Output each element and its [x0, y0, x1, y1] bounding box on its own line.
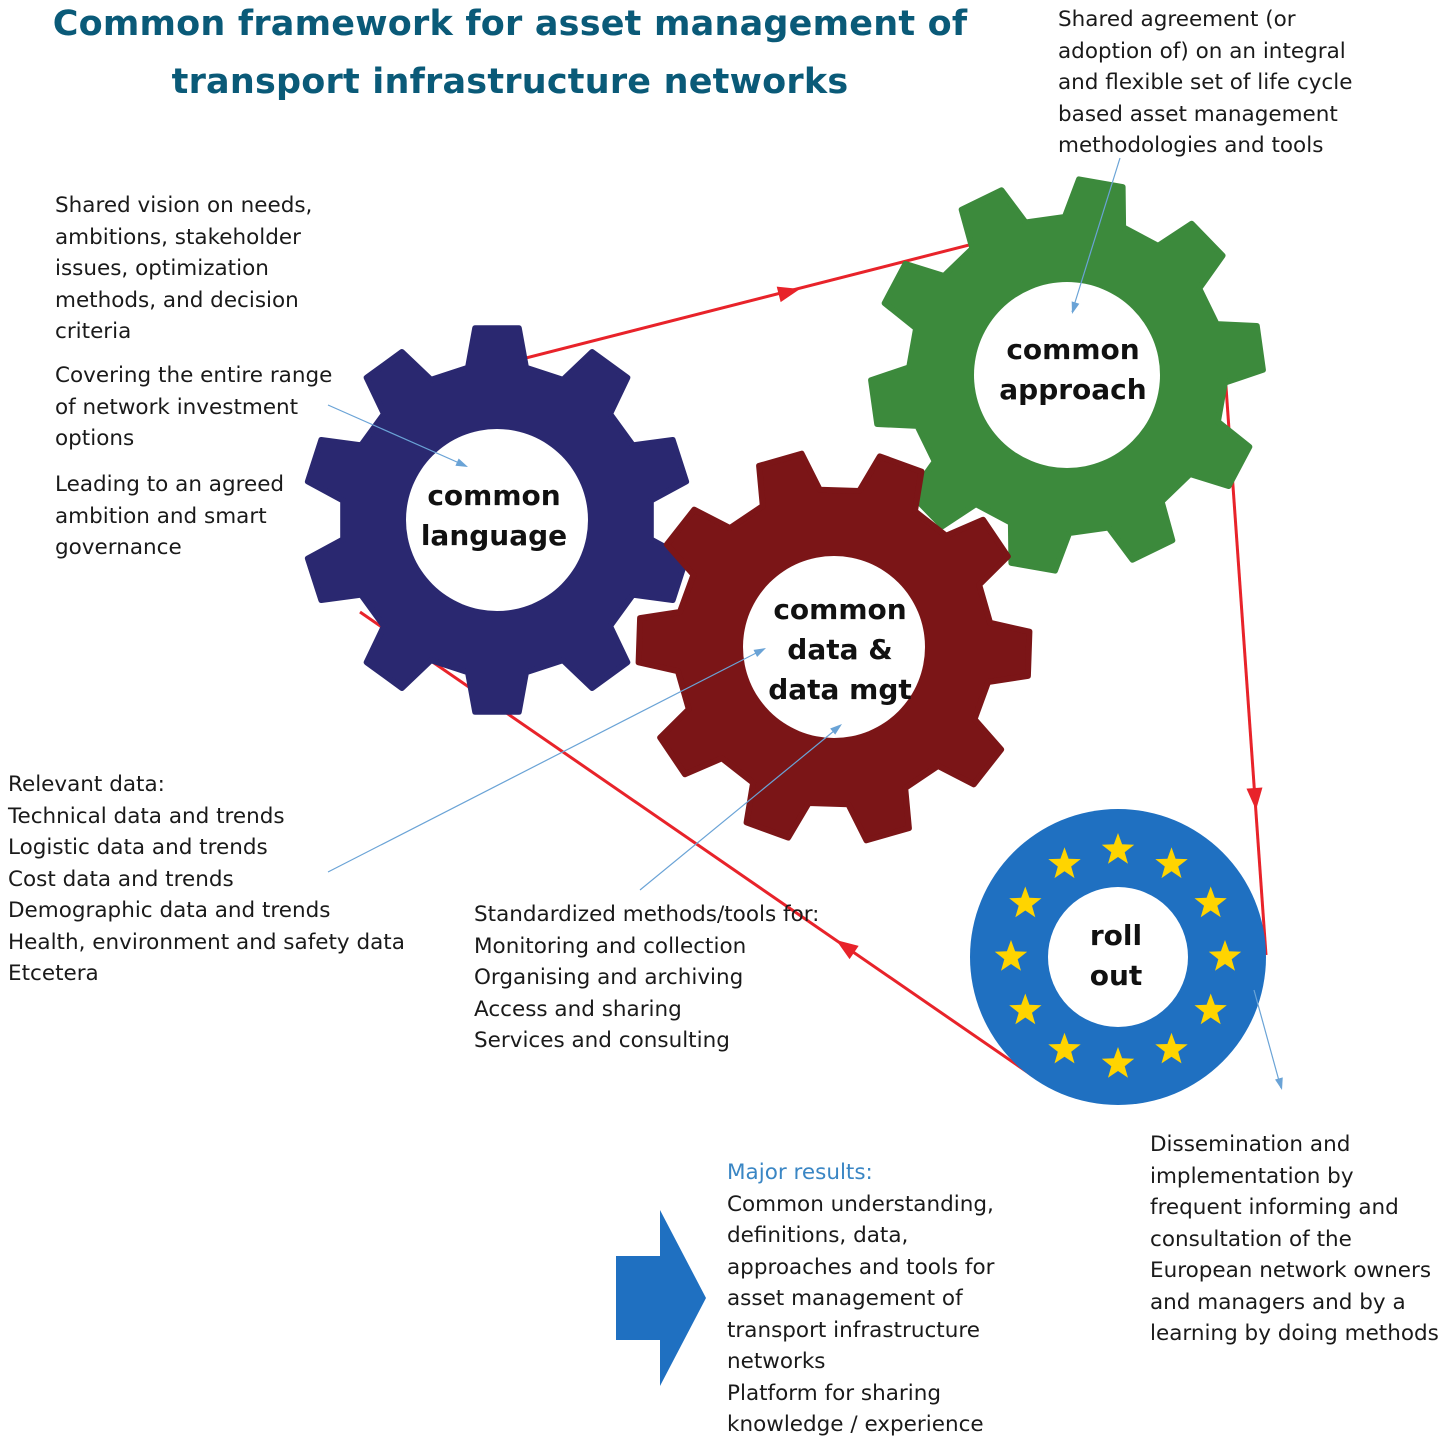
cycle-arrowhead [776, 286, 800, 303]
roll-out-hole [1048, 887, 1188, 1027]
star-icon [1048, 1032, 1081, 1064]
pointer-arrowhead [753, 648, 766, 658]
major-results-heading: Major results: [727, 1160, 873, 1185]
pointer-line [327, 404, 467, 467]
standardized-methods-note: Standardized methods/tools for: Monitori… [474, 902, 820, 1053]
star-icon [1009, 993, 1042, 1025]
language-range-note: Covering the entire range of network inv… [55, 363, 333, 451]
pointer-line [1253, 989, 1282, 1089]
star-icon [1155, 1032, 1188, 1064]
star-icon [1048, 847, 1081, 879]
major-results: Major results: Common understanding, def… [727, 1157, 994, 1441]
pointer-arrowhead [1071, 301, 1080, 314]
page-title-line2: transport infrastructure networks [171, 62, 849, 102]
star-icon [1194, 993, 1227, 1025]
star-icon [1208, 940, 1242, 971]
relevant-data-note: Relevant data: Technical data and trends… [8, 772, 405, 986]
cycle-arrowhead [836, 940, 859, 960]
language-governance-note: Leading to an agreed ambition and smart … [55, 472, 285, 560]
star-icon [1155, 847, 1188, 879]
star-icon [994, 940, 1028, 971]
common-data-hole [743, 556, 925, 738]
common-approach-hole [974, 282, 1160, 468]
common-data-label: common data & data mgt [768, 593, 912, 706]
pointer-lines [327, 157, 1283, 1090]
pointer-line [639, 725, 841, 891]
star-icon [1194, 886, 1227, 918]
star-icon [1009, 886, 1042, 918]
common-language-label: common language [420, 479, 568, 552]
roll-out-label: roll out [1089, 919, 1143, 992]
star-icon [1101, 833, 1135, 864]
pointer-arrowhead [455, 458, 468, 467]
pointer-arrowhead [1275, 1077, 1283, 1090]
pointer-line [1071, 157, 1121, 313]
page-title: Common framework for asset management of [52, 4, 968, 44]
common-language-hole [406, 429, 588, 611]
right-arrow-icon [616, 1210, 706, 1386]
language-vision-note: Shared vision on needs, ambitions, stake… [55, 193, 313, 344]
pointer-arrowhead [830, 724, 842, 735]
dissemination-note: Dissemination and implementation by freq… [1150, 1132, 1439, 1346]
common-approach-label: common approach [999, 333, 1147, 406]
approach-note: Shared agreement (or adoption of) on an … [1058, 7, 1353, 158]
cycle-arrowhead [1246, 787, 1263, 810]
eu-stars-icon [994, 833, 1242, 1078]
star-icon [1101, 1047, 1135, 1078]
pointer-line [327, 648, 765, 873]
